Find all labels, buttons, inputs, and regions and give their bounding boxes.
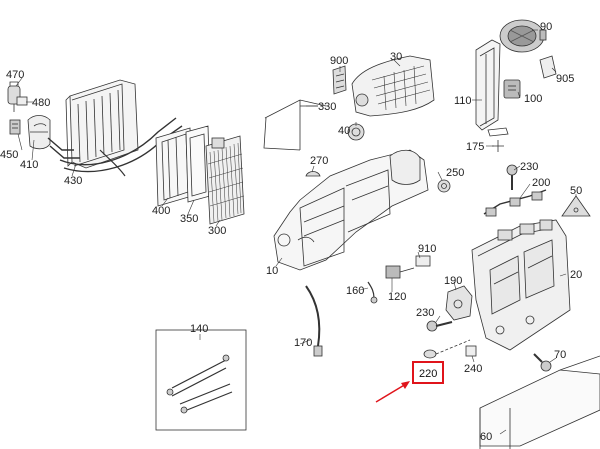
part-480-clip [16, 96, 28, 106]
part-110-duct [475, 39, 501, 131]
part-170-drain-tube [305, 285, 323, 357]
part-270-cap [305, 171, 321, 177]
part-250-grommet [437, 179, 451, 193]
label-230-upper: 230 [520, 161, 538, 173]
label-110: 110 [454, 95, 472, 107]
part-50-trim [561, 195, 591, 217]
part-40-servo-motor [347, 123, 365, 141]
label-120: 120 [388, 291, 406, 303]
label-170: 170 [294, 337, 312, 349]
part-190-actuator [445, 285, 473, 321]
label-10: 10 [266, 265, 278, 277]
label-20: 20 [570, 269, 582, 281]
label-250: 250 [446, 167, 464, 179]
highlight-box [412, 361, 444, 384]
part-410-hose-fitting [27, 115, 51, 150]
label-430: 430 [64, 175, 82, 187]
part-900-clip [332, 65, 347, 95]
highlight-arrow-shaft [375, 383, 407, 403]
label-350: 350 [180, 213, 198, 225]
part-220-plug [423, 339, 471, 359]
label-470: 470 [6, 69, 24, 81]
label-160: 160 [346, 285, 364, 297]
part-330-bracket [263, 99, 327, 151]
inset-140-cable-detail [155, 329, 247, 431]
label-300: 300 [208, 225, 226, 237]
label-330: 330 [318, 101, 336, 113]
part-200-harness [483, 189, 547, 217]
label-40: 40 [338, 125, 350, 137]
label-30: 30 [390, 51, 402, 63]
label-905: 905 [556, 73, 574, 85]
label-400: 400 [152, 205, 170, 217]
part-10-housing-left [273, 149, 429, 271]
label-230-lower: 230 [416, 307, 434, 319]
part-450-connector [9, 119, 21, 135]
highlight-arrow-head [401, 381, 410, 389]
label-60: 60 [480, 431, 492, 443]
part-70-screw [533, 353, 552, 372]
label-270: 270 [310, 155, 328, 167]
label-190: 190 [444, 275, 462, 287]
part-160-wire [367, 281, 378, 304]
part-60-panel [479, 355, 600, 449]
callout-labels: 470 480 450 410 430 400 350 300 900 30 3… [0, 21, 582, 443]
part-175-gasket [487, 127, 509, 152]
part-230-screw-lower [426, 320, 453, 332]
label-240: 240 [464, 363, 482, 375]
part-20-housing-right [471, 219, 571, 351]
label-410: 410 [20, 159, 38, 171]
label-480: 480 [32, 97, 50, 109]
label-175: 175 [466, 141, 484, 153]
part-910-clip [415, 255, 431, 267]
part-430-heater-core [47, 79, 183, 177]
part-905-bracket [539, 55, 557, 79]
label-900: 900 [330, 55, 348, 67]
label-450: 450 [0, 149, 18, 161]
label-70: 70 [554, 349, 566, 361]
label-220: 220 [419, 368, 437, 380]
label-100: 100 [524, 93, 542, 105]
part-120-sensor [385, 265, 415, 279]
label-200: 200 [532, 177, 550, 189]
part-300-evaporator [205, 135, 245, 225]
highlight-callout-220: 220 [375, 361, 444, 403]
part-30-housing-cover [351, 55, 435, 117]
label-910: 910 [418, 243, 436, 255]
label-140: 140 [190, 323, 208, 335]
label-50: 50 [570, 185, 582, 197]
part-100-resistor [503, 79, 521, 99]
label-90: 90 [540, 21, 552, 33]
leader-lines [15, 29, 577, 435]
part-240-clip [465, 345, 477, 357]
part-230-screw-upper [506, 164, 518, 190]
part-90-blower-motor [499, 19, 547, 53]
part-350-gasket [185, 125, 211, 203]
